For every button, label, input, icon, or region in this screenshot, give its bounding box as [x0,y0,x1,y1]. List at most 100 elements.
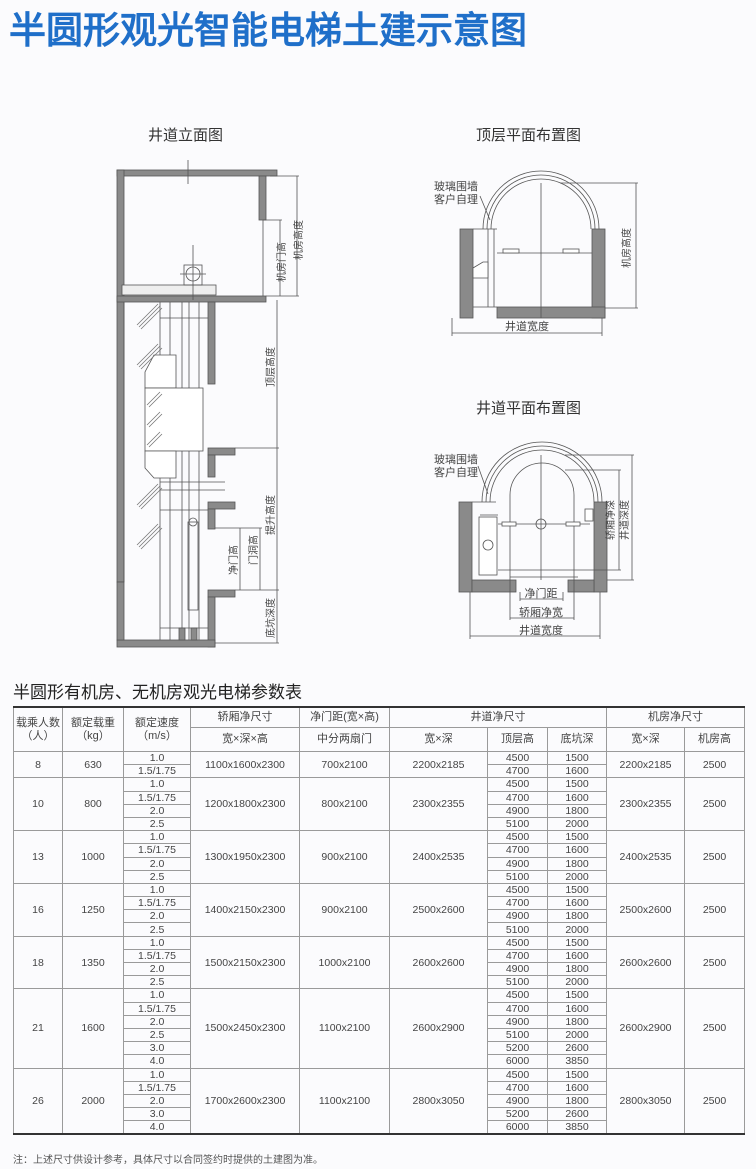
cell-pit-depth: 1500 [546,777,608,792]
shaft-plan-drawing [458,441,634,639]
cell-top-floor-height: 4900 [487,1014,548,1029]
cell-car-size: 1300x1950x2300 [190,830,300,884]
cell-pit-depth: 1800 [546,1014,608,1029]
cell-speed: 1.5/1.75 [123,843,191,858]
cell-pit-depth: 1500 [546,882,608,898]
cell-top-floor-height: 5100 [487,816,548,832]
header-door-sub: 中分两扇门 [299,727,390,752]
cell-door: 1000x2100 [299,935,390,990]
footnote: 注：上述尺寸供设计参考，具体尺寸以合同签约时提供的土建图为准。 [13,1155,323,1166]
cell-speed: 4.0 [123,1120,191,1135]
header-load: 额定载重（kg） [62,706,124,752]
cell-machine-room-size: 2500x2600 [606,882,686,937]
cell-top-floor-height: 5100 [487,1027,548,1043]
cell-pit-depth: 2000 [546,869,608,884]
car-clear-depth-label: 轿厢净深 [604,500,617,540]
cell-top-floor-height: 4500 [487,1067,548,1082]
cell-pit-depth: 1800 [546,1093,608,1109]
cell-car-size: 1400x2150x2300 [190,882,300,937]
header-machine-room: 机房净尺寸 [606,706,746,728]
cell-passengers: 10 [13,777,63,832]
header-door: 净门距(宽×高) [299,706,390,728]
cell-pit-depth: 2000 [546,922,608,937]
cell-load: 630 [62,750,124,779]
cell-speed: 2.0 [123,803,191,818]
cell-shaft-size: 2400x2535 [389,830,488,884]
car-clear-width-label: 轿厢净宽 [519,605,563,619]
cell-load: 1000 [62,830,124,884]
cell-pit-depth: 2000 [546,816,608,832]
drawings: 机房门高 机房高度 顶层高度 提升高度 净门高 门洞高 底坑深度 玻璃围墙 客户… [116,160,638,648]
cell-speed: 1.0 [123,988,191,1003]
cell-shaft-size: 2600x2600 [389,935,488,990]
cell-machine-room-size: 2400x2535 [606,830,686,884]
cell-speed: 1.5/1.75 [123,896,191,911]
cell-machine-room-size: 2300x2355 [606,777,686,832]
cell-passengers: 26 [13,1067,63,1135]
clear-door-width-label: 净门距 [525,586,558,600]
cell-shaft-size: 2600x2900 [389,988,488,1069]
cell-door: 1100x2100 [299,988,390,1069]
cell-door: 800x2100 [299,777,390,832]
cell-pit-depth: 1600 [546,764,608,779]
cell-pit-depth: 1500 [546,935,608,950]
header-car-size-sub: 宽×深×高 [190,727,300,752]
cell-top-floor-height: 6000 [487,1054,548,1069]
header-shaft-pit: 底坑深 [546,727,608,752]
cell-speed: 1.0 [123,777,191,792]
cell-top-floor-height: 4500 [487,830,548,845]
shaft-elevation-drawing [116,160,299,648]
cell-shaft-size: 2200x2185 [389,750,488,779]
shaft-depth-label: 井道深度 [618,500,631,540]
cell-pit-depth: 1600 [546,896,608,911]
cell-top-floor-height: 5200 [487,1107,548,1122]
cell-pit-depth: 2600 [546,1041,608,1056]
cell-load: 1600 [62,988,124,1069]
cell-top-floor-height: 4500 [487,988,548,1003]
cell-pit-depth: 3850 [546,1120,608,1135]
cell-pit-depth: 2000 [546,975,608,990]
cell-car-size: 1100x1600x2300 [190,750,300,779]
cell-pit-depth: 1800 [546,803,608,818]
cell-pit-depth: 1600 [546,948,608,964]
cell-top-floor-height: 5100 [487,922,548,937]
cell-top-floor-height: 5200 [487,1041,548,1056]
machine-room-height-label-plan: 机房高度 [620,228,633,268]
travel-height-label: 提升高度 [264,495,277,535]
shaft-width-label-top: 井道宽度 [505,319,549,333]
cell-machine-room-size: 2600x2900 [606,988,686,1069]
cell-top-floor-height: 4700 [487,843,548,858]
cell-passengers: 13 [13,830,63,884]
header-mr-height: 机房高 [684,727,746,752]
cell-top-floor-height: 4700 [487,948,548,964]
cell-speed: 1.0 [123,750,191,766]
glass-wall-label-2: 客户自理 [434,192,478,206]
cell-load: 2000 [62,1067,124,1135]
table-title: 半圆形有机房、无机房观光电梯参数表 [13,683,302,703]
top-floor-height-label: 顶层高度 [264,347,277,387]
header-shaft-wd: 宽×深 [389,727,488,752]
cell-passengers: 18 [13,935,63,990]
header-shaft: 井道净尺寸 [388,706,608,728]
cell-top-floor-height: 5100 [487,975,548,990]
cell-speed: 3.0 [123,1107,191,1122]
cell-speed: 2.5 [123,816,191,832]
cell-top-floor-height: 4700 [487,896,548,911]
header-shaft-top: 顶层高 [487,727,548,752]
cell-machine-room-height: 2500 [684,1067,746,1135]
machine-room-door-height-label: 机房门高 [275,242,288,282]
cell-speed: 4.0 [123,1054,191,1069]
cell-pit-depth: 1800 [546,856,608,871]
cell-shaft-size: 2300x2355 [389,777,488,832]
cell-top-floor-height: 4900 [487,961,548,977]
